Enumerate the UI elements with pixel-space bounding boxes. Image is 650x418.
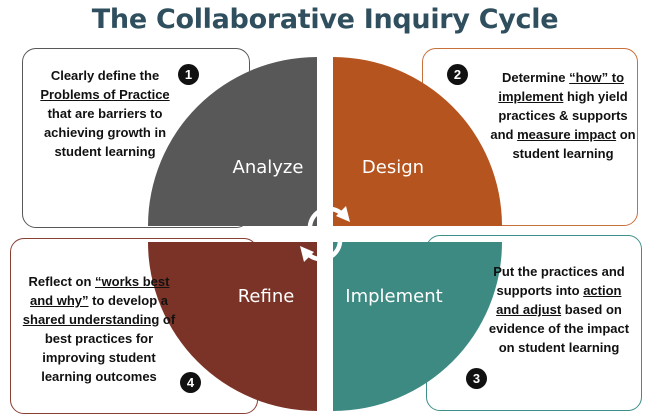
step-text-segment: Reflect on — [28, 274, 96, 289]
step-text-2: Determine “how” to implement high yield … — [490, 68, 636, 163]
step-number-3: 3 — [466, 368, 487, 389]
step-text-segment: on student learning — [512, 127, 636, 161]
quadrant-label-analyze: Analyze — [233, 157, 304, 178]
step-text-segment: Clearly define the — [50, 68, 160, 83]
step-emphasis: measure impact — [517, 127, 617, 142]
step-text-4: Reflect on “works best and why” to devel… — [20, 272, 178, 386]
step-emphasis: Problems of Practice — [40, 87, 170, 102]
step-text-1: Clearly define the Problems of Practice … — [30, 66, 180, 161]
step-emphasis: action and adjust — [496, 283, 622, 317]
quadrant-implement — [333, 242, 502, 411]
step-number-4: 4 — [180, 372, 201, 393]
step-emphasis: “how” to implement — [498, 70, 625, 104]
step-text-segment: of best practices for improving student … — [41, 312, 176, 384]
circular-arrows-icon — [300, 206, 350, 262]
step-number-2: 2 — [447, 64, 468, 85]
step-text-segment: that are barriers to achieving growth in… — [43, 106, 167, 159]
step-text-segment: Determine — [501, 70, 570, 85]
quadrant-design — [333, 57, 502, 226]
step-text-3: Put the practices and supports into acti… — [484, 262, 634, 357]
step-emphasis: shared understanding — [22, 312, 160, 327]
step-text-segment: high yield practices & supports and — [490, 89, 628, 142]
quadrant-refine — [148, 242, 317, 411]
quadrant-label-refine: Refine — [238, 286, 295, 307]
quadrant-analyze — [148, 57, 317, 226]
step-emphasis: “works best and why” — [30, 274, 170, 308]
quadrant-label-implement: Implement — [345, 286, 442, 307]
step-text-segment: to develop a — [88, 293, 168, 308]
step-text-segment: Put the practices and supports into — [493, 264, 625, 298]
step-text-segment: based on evidence of the impact on stude… — [488, 302, 630, 355]
diagram-title: The Collaborative Inquiry Cycle — [91, 4, 559, 35]
step-number-1: 1 — [178, 64, 199, 85]
quadrant-label-design: Design — [362, 157, 424, 178]
